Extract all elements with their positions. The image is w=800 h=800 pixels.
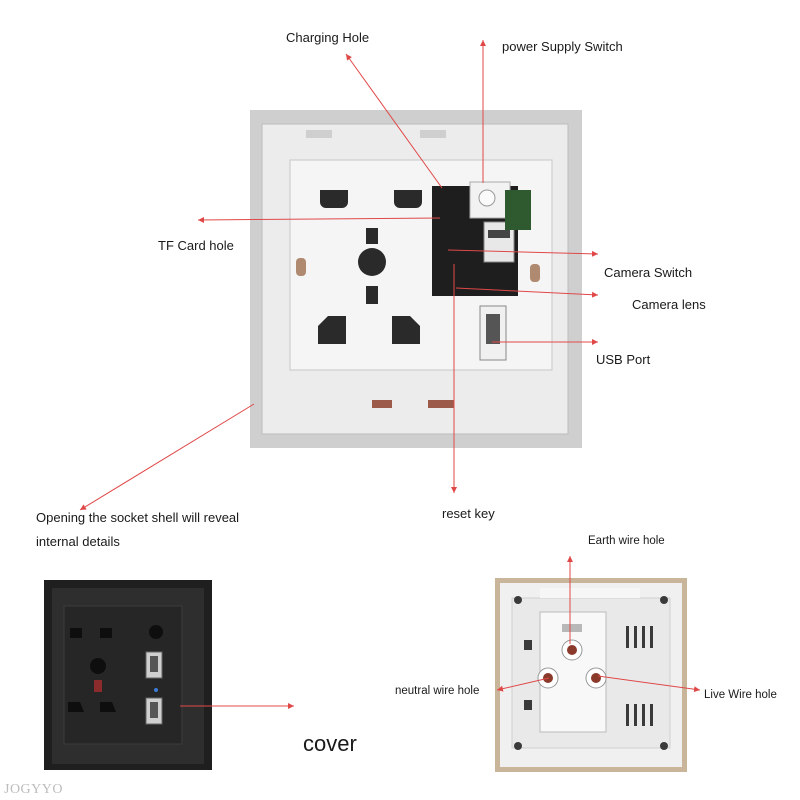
label-camera-lens: Camera lens xyxy=(632,297,706,312)
black-socket-cover xyxy=(44,580,212,770)
socket-back-photo xyxy=(495,578,687,772)
label-charging-hole: Charging Hole xyxy=(286,30,370,45)
label-reset-key: reset key xyxy=(442,506,495,521)
label-usb-port: USB Port xyxy=(596,352,651,367)
label-camera-switch: Camera Switch xyxy=(604,265,693,280)
label-cover: cover xyxy=(303,731,357,756)
label-tf-card-hole: TF Card hole xyxy=(158,238,234,253)
label-opening-line-1: Opening the socket shell will reveal xyxy=(36,510,240,525)
label-earth-wire-hole: Earth wire hole xyxy=(588,535,665,547)
label-neutral-wire-hole: neutral wire hole xyxy=(395,685,480,697)
label-opening-line-2: internal details xyxy=(36,534,120,549)
watermark: JOGYYO xyxy=(4,782,63,797)
opened-socket-photo xyxy=(250,110,582,448)
label-live-wire-hole: Live Wire hole xyxy=(704,689,777,701)
label-power-supply-switch: power Supply Switch xyxy=(502,39,623,54)
callout-arrows xyxy=(79,40,701,709)
